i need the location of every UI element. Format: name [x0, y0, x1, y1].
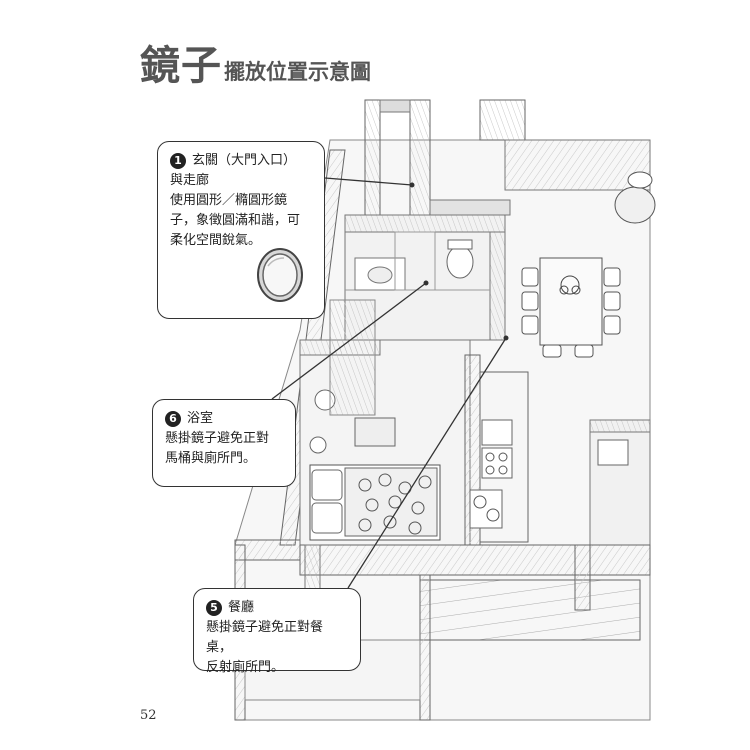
- callout-bathroom: 6 浴室 懸掛鏡子避免正對 馬桶與廁所門。: [152, 399, 296, 487]
- callout-entrance: 1 玄關（大門入口） 與走廊 使用圓形／橢圓形鏡 子，象徵圓滿和諧，可 柔化空間…: [157, 141, 325, 319]
- oval-mirror-icon: [257, 248, 303, 302]
- callout-text-line: 反射廁所門。: [206, 660, 285, 675]
- callout-text-line: 懸掛鏡子避免正對餐桌，: [206, 620, 324, 655]
- callout-text-line: 柔化空間銳氣。: [170, 233, 262, 248]
- callout-text-line: 子，象徵圓滿和諧，可: [170, 213, 301, 228]
- callout-text-line: 懸掛鏡子避免正對: [165, 431, 270, 446]
- title-main: 鏡子: [140, 42, 222, 89]
- callout-text-line: 使用圓形／橢圓形鏡: [170, 193, 288, 208]
- callout-text-line: 與走廊: [170, 173, 210, 188]
- callout-text-line: 馬桶與廁所門。: [165, 451, 257, 466]
- page-number: 52: [140, 708, 157, 723]
- callout-heading: 玄關（大門入口）: [192, 153, 297, 168]
- callout-dining: 5 餐廳 懸掛鏡子避免正對餐桌， 反射廁所門。: [193, 588, 361, 675]
- callout-number-badge: 6: [165, 411, 181, 427]
- page-title: 鏡子 擺放位置示意圖: [140, 44, 371, 88]
- callout-number-badge: 1: [170, 153, 186, 169]
- title-sub: 擺放位置示意圖: [224, 59, 371, 84]
- callout-number-badge: 5: [206, 600, 222, 616]
- callout-heading: 餐廳: [228, 600, 255, 615]
- callout-heading: 浴室: [187, 411, 214, 426]
